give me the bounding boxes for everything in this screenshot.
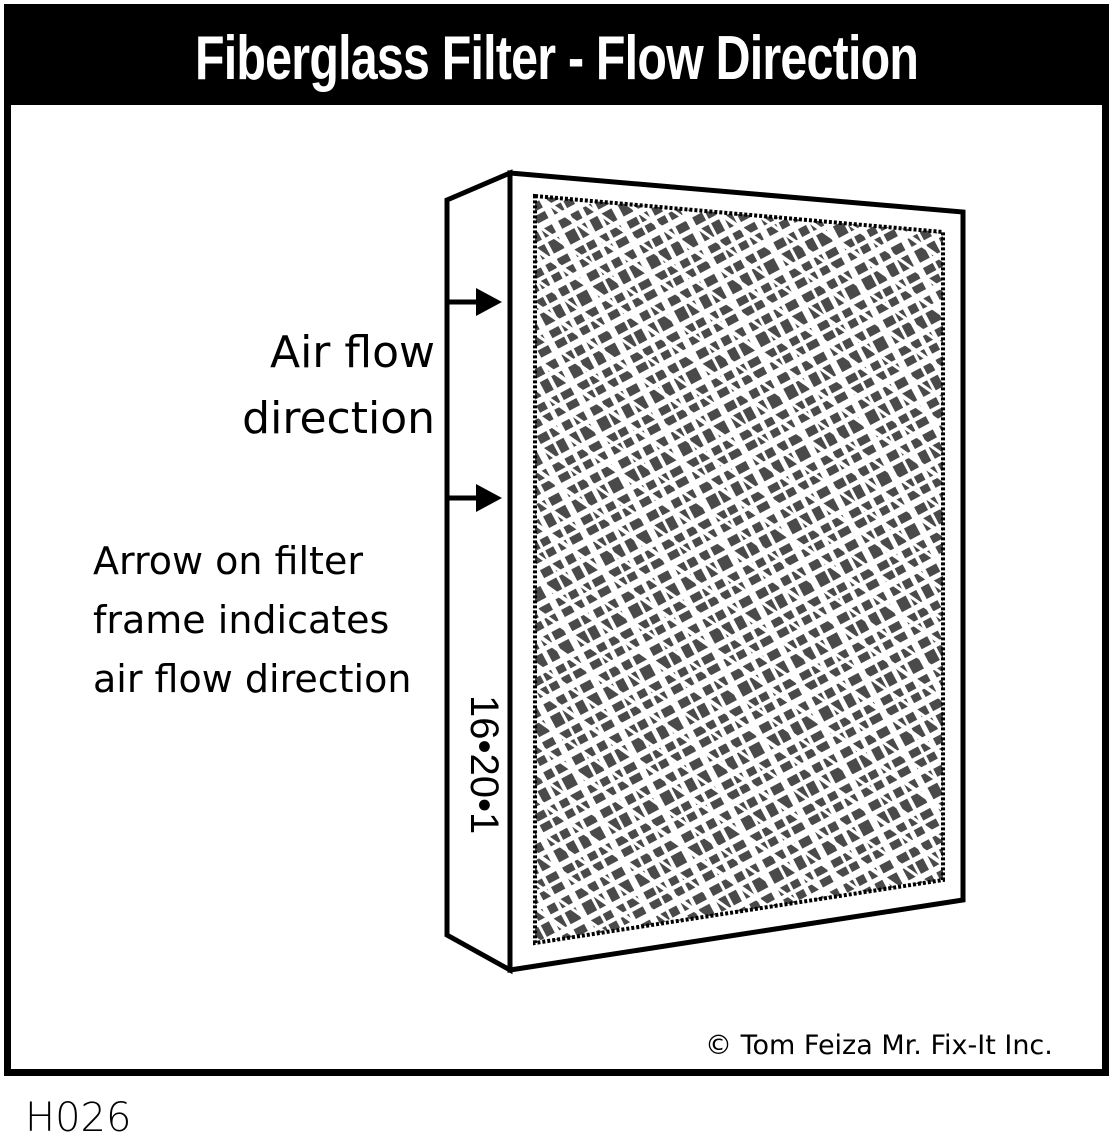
airflow-label-line1: Air flow <box>269 327 435 378</box>
title-bar: Fiberglass Filter - Flow Direction <box>11 11 1102 105</box>
note-line3: air flow direction <box>93 657 412 701</box>
airflow-label-line2: direction <box>242 393 435 444</box>
fiberglass-media <box>533 193 945 946</box>
page-title: Fiberglass Filter - Flow Direction <box>194 23 919 93</box>
note-line1: Arrow on filter <box>93 539 363 583</box>
airflow-label: Air flow direction <box>230 320 435 452</box>
arrow-note: Arrow on filter frame indicates air flow… <box>93 532 411 709</box>
note-line2: frame indicates <box>93 598 390 642</box>
copyright-text: © Tom Feiza Mr. Fix-It Inc. <box>705 1030 1053 1061</box>
filter-size-label: 16•20•1 <box>462 695 506 835</box>
arrow-right-icon <box>449 288 502 316</box>
arrow-right-icon <box>449 484 502 512</box>
figure-code: H026 <box>25 1095 132 1141</box>
